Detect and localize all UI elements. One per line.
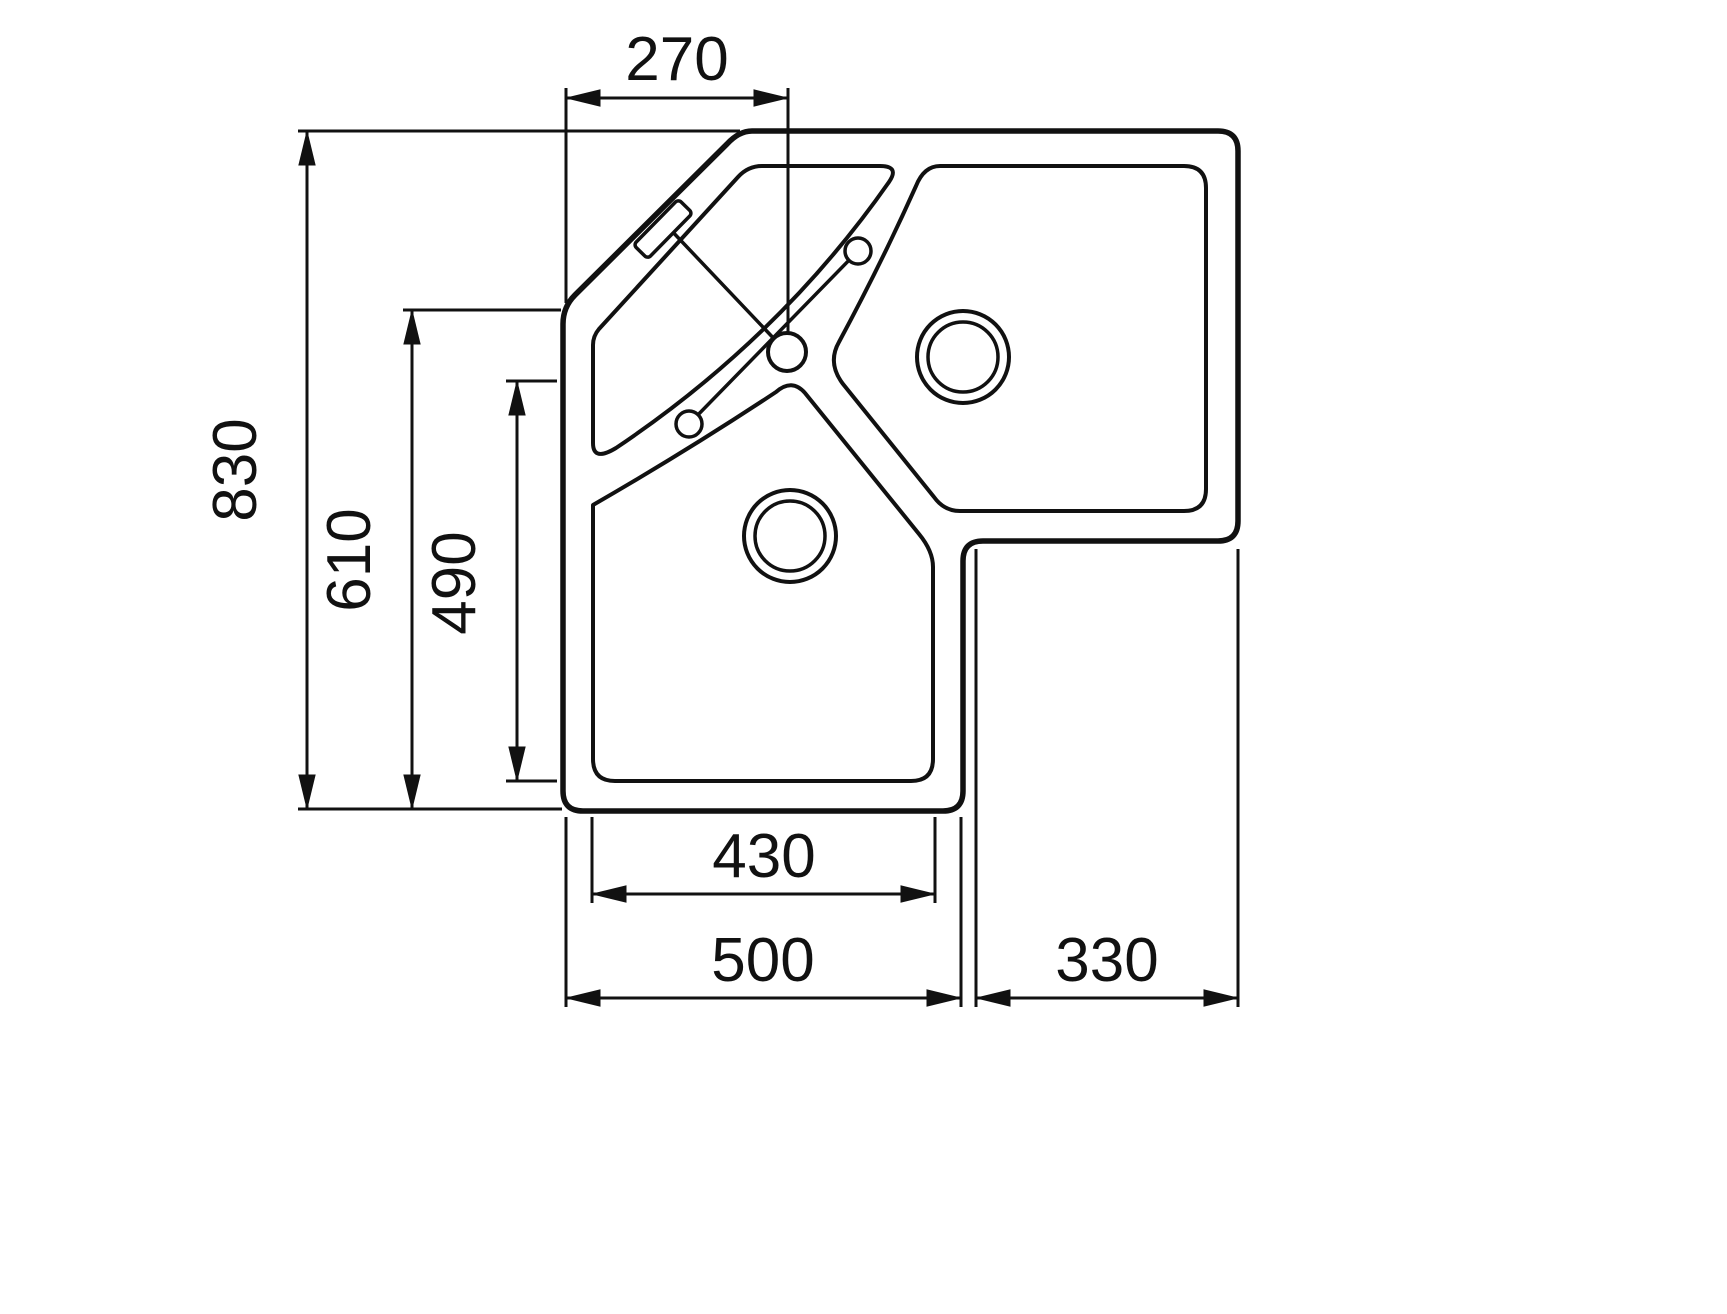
- dim-label-bowl-depth: 490: [420, 531, 489, 634]
- bottom-bowl: [591, 383, 935, 783]
- corner-drainer-area: [591, 164, 895, 456]
- tap-hole: [766, 331, 808, 373]
- bottom-bowl-drain-inner: [753, 499, 827, 573]
- overflow-slot: [633, 199, 693, 259]
- dimension-bowl-width: 430: [590, 817, 937, 903]
- drainer-groove-line: [666, 225, 781, 346]
- sink-body: [560, 128, 1241, 814]
- dimension-right-width: 330: [974, 549, 1240, 1007]
- sink-outer-outline: [560, 128, 1241, 814]
- dim-label-bottom-left-width: 500: [711, 926, 814, 995]
- dim-label-left-depth: 610: [315, 508, 384, 611]
- groove-hole-top: [843, 236, 873, 266]
- dim-label-right-width: 330: [1055, 926, 1158, 995]
- dim-label-overall-depth: 830: [201, 418, 270, 521]
- dim-label-bowl-width: 430: [712, 822, 815, 891]
- right-bowl-drain-inner: [926, 320, 1000, 394]
- dimension-left-depth: 610: [315, 308, 561, 811]
- groove-hole-bottom: [674, 409, 704, 439]
- right-bowl: [831, 164, 1208, 513]
- dimension-bottom-left-width: 500: [564, 817, 963, 1007]
- dimension-overall-depth: 830: [201, 129, 740, 811]
- dim-label-top-width: 270: [625, 25, 728, 94]
- dimension-top-width: 270: [564, 25, 790, 333]
- dimension-bowl-depth: 490: [420, 379, 557, 783]
